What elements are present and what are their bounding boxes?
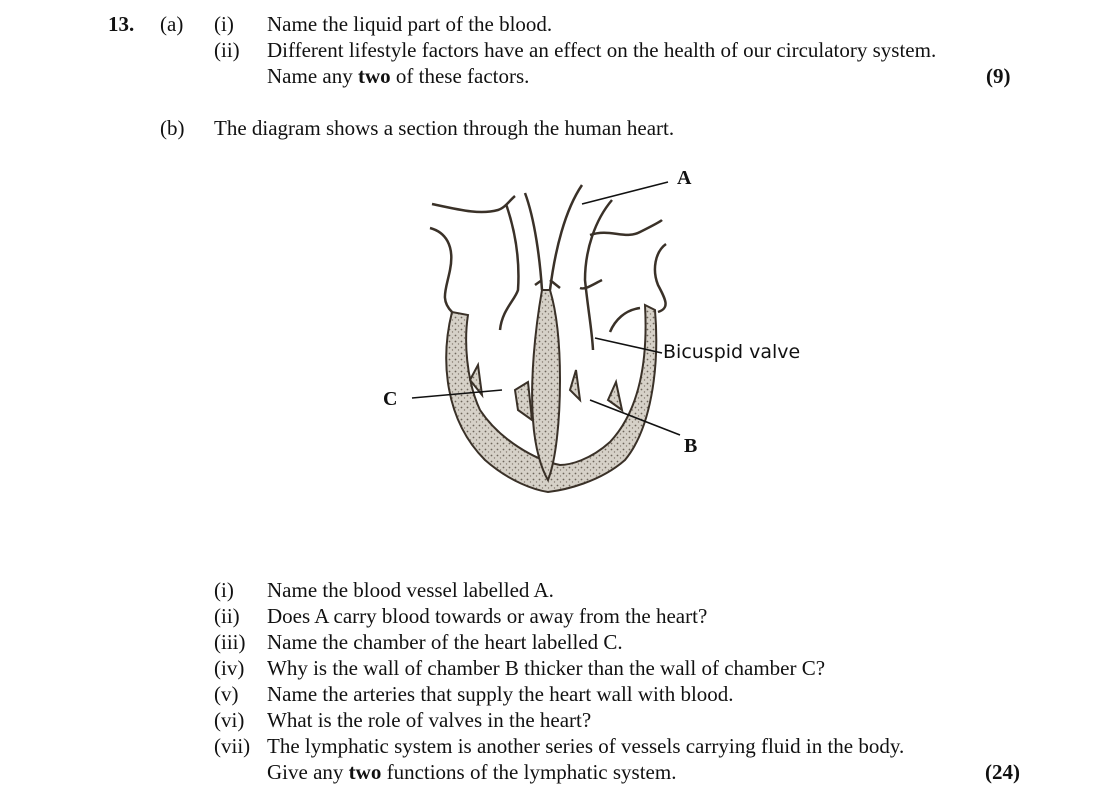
label-b: B <box>684 435 698 457</box>
part-b-vii-text: The lymphatic system is another series o… <box>267 734 905 758</box>
part-b-i-text: Name the blood vessel labelled A. <box>267 578 554 602</box>
part-b-ii-num: (ii) <box>214 604 240 628</box>
part-a-ii-num: (ii) <box>214 38 240 62</box>
part-a-i-text: Name the liquid part of the blood. <box>267 12 553 36</box>
part-a-ii-continuation: Name any two of these factors. <box>267 64 530 88</box>
label-c: C <box>383 388 398 410</box>
part-b-marks: (24) <box>985 760 1020 784</box>
part-b-vi-num: (vi) <box>214 708 245 732</box>
part-b-iii-text: Name the chamber of the heart labelled C… <box>267 630 623 654</box>
part-b-intro: The diagram shows a section through the … <box>214 116 675 140</box>
part-b-vi-text: What is the role of valves in the heart? <box>267 708 592 732</box>
part-b-i-num: (i) <box>214 578 234 602</box>
part-a-ii-text: Different lifestyle factors have an effe… <box>267 38 937 62</box>
part-a-marks: (9) <box>986 64 1011 88</box>
part-a-i-num: (i) <box>214 12 234 36</box>
part-b-ii-text: Does A carry blood towards or away from … <box>267 604 708 628</box>
part-a-label: (a) <box>160 12 184 36</box>
heart-diagram: A Bicuspid valve C B <box>370 160 830 500</box>
label-a: A <box>677 167 692 189</box>
part-b-v-num: (v) <box>214 682 239 706</box>
part-b-vii-num: (vii) <box>214 734 251 758</box>
part-b-vii-continuation: Give any two functions of the lymphatic … <box>267 760 677 784</box>
part-b-iii-num: (iii) <box>214 630 246 654</box>
part-b-label: (b) <box>160 116 185 140</box>
question-number: 13. <box>108 12 135 36</box>
part-b-iv-text: Why is the wall of chamber B thicker tha… <box>267 656 826 680</box>
part-b-iv-num: (iv) <box>214 656 245 680</box>
label-bicuspid-valve: Bicuspid valve <box>663 341 801 363</box>
heart-section-illustration <box>411 181 681 494</box>
part-b-v-text: Name the arteries that supply the heart … <box>267 682 734 706</box>
